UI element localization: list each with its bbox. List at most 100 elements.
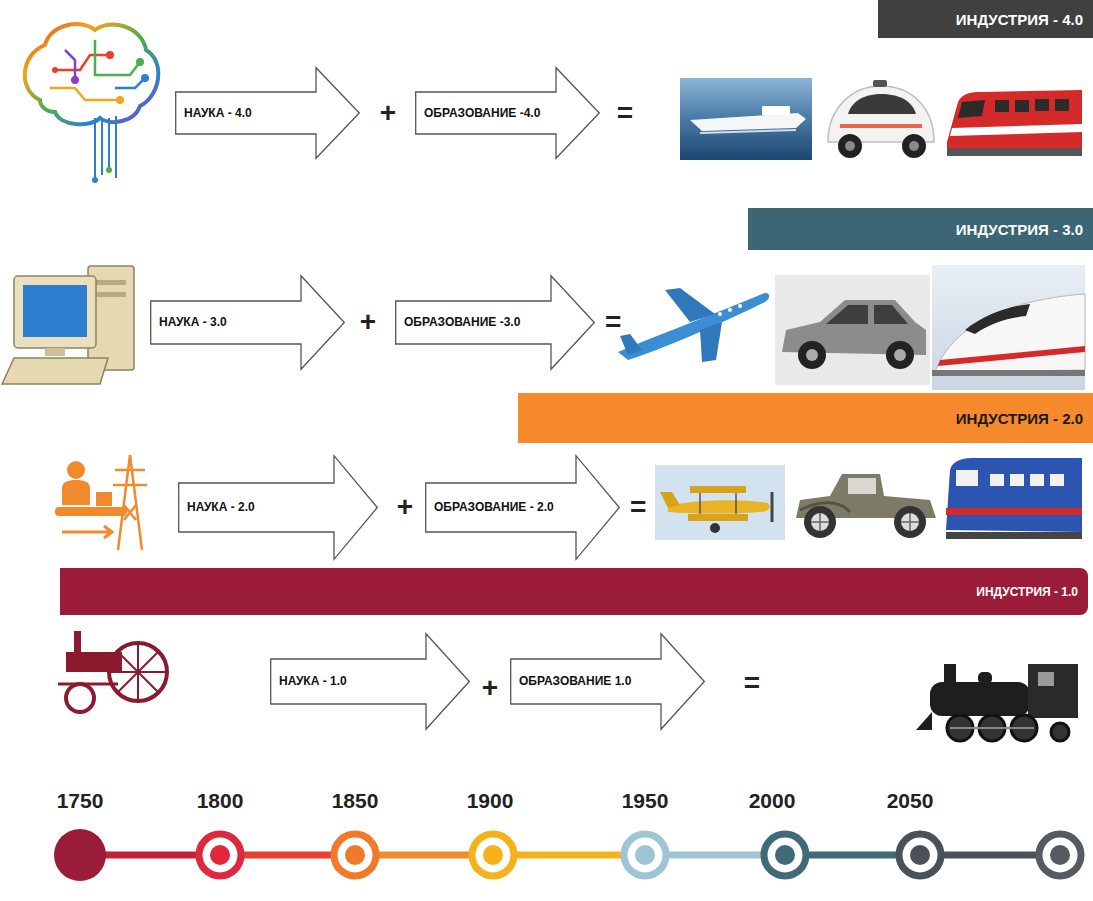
diesel-train-picture: [946, 458, 1082, 539]
steam-locomotive-picture-part: [944, 664, 956, 684]
arrow-outline-path: [426, 456, 620, 560]
year-label: 2050: [887, 790, 934, 811]
brain-icon-part: [116, 96, 124, 104]
electric-train-picture-part: [958, 100, 985, 118]
airplane-picture-part: [728, 308, 732, 312]
timeline-part: [1050, 845, 1070, 865]
biplane-picture-part: [771, 492, 774, 522]
worker-icon-part: [62, 526, 112, 538]
brain-icon-part: [141, 74, 149, 82]
steam-locomotive-picture: [916, 664, 1078, 741]
biplane-picture-part: [668, 500, 770, 513]
worker-icon-part: [55, 507, 127, 516]
high-speed-train-picture-part: [932, 370, 1085, 376]
self-driving-car-picture-part: [828, 86, 934, 142]
timeline-part: [199, 834, 241, 876]
self-driving-car-picture-part: [873, 80, 887, 87]
high-speed-train-picture-part: [938, 346, 1085, 366]
timeline-part: [345, 845, 365, 865]
sedan-picture-part: [826, 305, 868, 324]
brain-icon-part: [106, 167, 112, 173]
arrow-box: НАУКА - 3.0: [150, 275, 345, 370]
biplane-picture-part: [688, 514, 748, 521]
arrow-outline-path: [176, 68, 360, 159]
industry-band: ИНДУСТРИЯ - 1.0: [60, 568, 1088, 615]
electric-train-picture-part: [947, 90, 1082, 148]
steam-engine-icon: [58, 631, 167, 712]
self-driving-car-picture: [828, 80, 934, 158]
biplane-picture-part: [655, 465, 785, 540]
year-label: 1950: [622, 790, 669, 811]
airplane-picture: [618, 288, 769, 362]
arrow-label: ОБРАЗОВАНИЕ - 2.0: [434, 483, 554, 532]
timeline-part: [483, 845, 503, 865]
brain-icon: [25, 24, 159, 183]
sedan-picture-part: [775, 275, 930, 385]
timeline-part: [210, 845, 230, 865]
timeline-part: [910, 845, 930, 865]
brain-icon-part: [92, 177, 98, 183]
arrow-label: НАУКА - 4.0: [184, 92, 252, 134]
arrow-outline-path: [511, 634, 705, 730]
timeline-part: [635, 845, 655, 865]
high-speed-train-picture-part: [965, 304, 1030, 334]
airplane-picture-part: [738, 304, 742, 308]
arrow-box: ОБРАЗОВАНИЕ -4.0: [415, 67, 600, 159]
brain-icon-part: [50, 88, 120, 100]
biplane-picture-part: [700, 493, 736, 514]
steam-engine-icon-part: [66, 684, 94, 712]
diesel-train-picture-part: [1030, 474, 1044, 486]
diesel-train-picture-part: [1050, 474, 1064, 486]
industry-band: ИНДУСТРИЯ - 4.0: [878, 0, 1093, 38]
operator-sign: +: [397, 493, 413, 521]
timeline-part: [775, 845, 795, 865]
arrow-box: ОБРАЗОВАНИЕ -3.0: [395, 275, 595, 370]
electric-train-picture: [947, 90, 1082, 156]
worker-icon-part: [62, 480, 90, 505]
operator-sign: +: [482, 674, 498, 702]
airplane-picture-part: [718, 312, 722, 316]
operator-sign: +: [380, 99, 396, 127]
brain-icon-part: [95, 40, 140, 75]
self-driving-car-picture-part: [838, 134, 862, 158]
timeline-part: [764, 834, 806, 876]
electric-train-picture-part: [995, 100, 1009, 112]
computer-icon: [2, 266, 134, 384]
arrow-label: НАУКА - 1.0: [279, 659, 347, 704]
steam-locomotive-picture-part: [1051, 723, 1069, 741]
airplane-picture-part: [700, 322, 722, 362]
worker-icon: [55, 455, 147, 550]
timeline-part: [472, 834, 514, 876]
ship-picture-part: [680, 78, 812, 160]
arrow-outline-path: [396, 276, 595, 370]
arrow-box: ОБРАЗОВАНИЕ - 2.0: [425, 455, 620, 560]
high-speed-train-picture-part: [932, 265, 1085, 390]
airplane-picture-part: [620, 334, 642, 355]
electric-train-picture-part: [1055, 99, 1069, 111]
electric-train-picture-part: [950, 124, 1082, 136]
biplane-picture: [655, 465, 785, 540]
electric-train-picture-part: [947, 148, 1082, 156]
arrow-box: НАУКА - 2.0: [178, 455, 378, 560]
operator-sign: =: [744, 669, 760, 697]
self-driving-car-picture-part: [848, 94, 916, 114]
self-driving-car-picture-part: [845, 141, 855, 151]
arrow-box: НАУКА - 1.0: [270, 633, 470, 730]
arrow-label: ОБРАЗОВАНИЕ -4.0: [424, 92, 540, 134]
brain-icon-part: [95, 116, 116, 180]
computer-icon-part: [23, 285, 87, 337]
sedan-picture: [775, 275, 930, 385]
arrow-box: НАУКА - 4.0: [175, 67, 360, 159]
diesel-train-picture-part: [946, 532, 1082, 539]
computer-icon-part: [96, 280, 126, 285]
sedan-picture-part: [798, 341, 826, 369]
steam-locomotive-picture-part: [1028, 664, 1078, 718]
steam-engine-icon-part: [74, 631, 81, 653]
self-driving-car-picture-part: [902, 134, 926, 158]
arrow-label: ОБРАЗОВАНИЕ 1.0: [519, 659, 631, 704]
high-speed-train-picture-part: [935, 294, 1085, 372]
ship-picture-part: [700, 130, 796, 133]
brain-icon-part: [55, 55, 110, 70]
